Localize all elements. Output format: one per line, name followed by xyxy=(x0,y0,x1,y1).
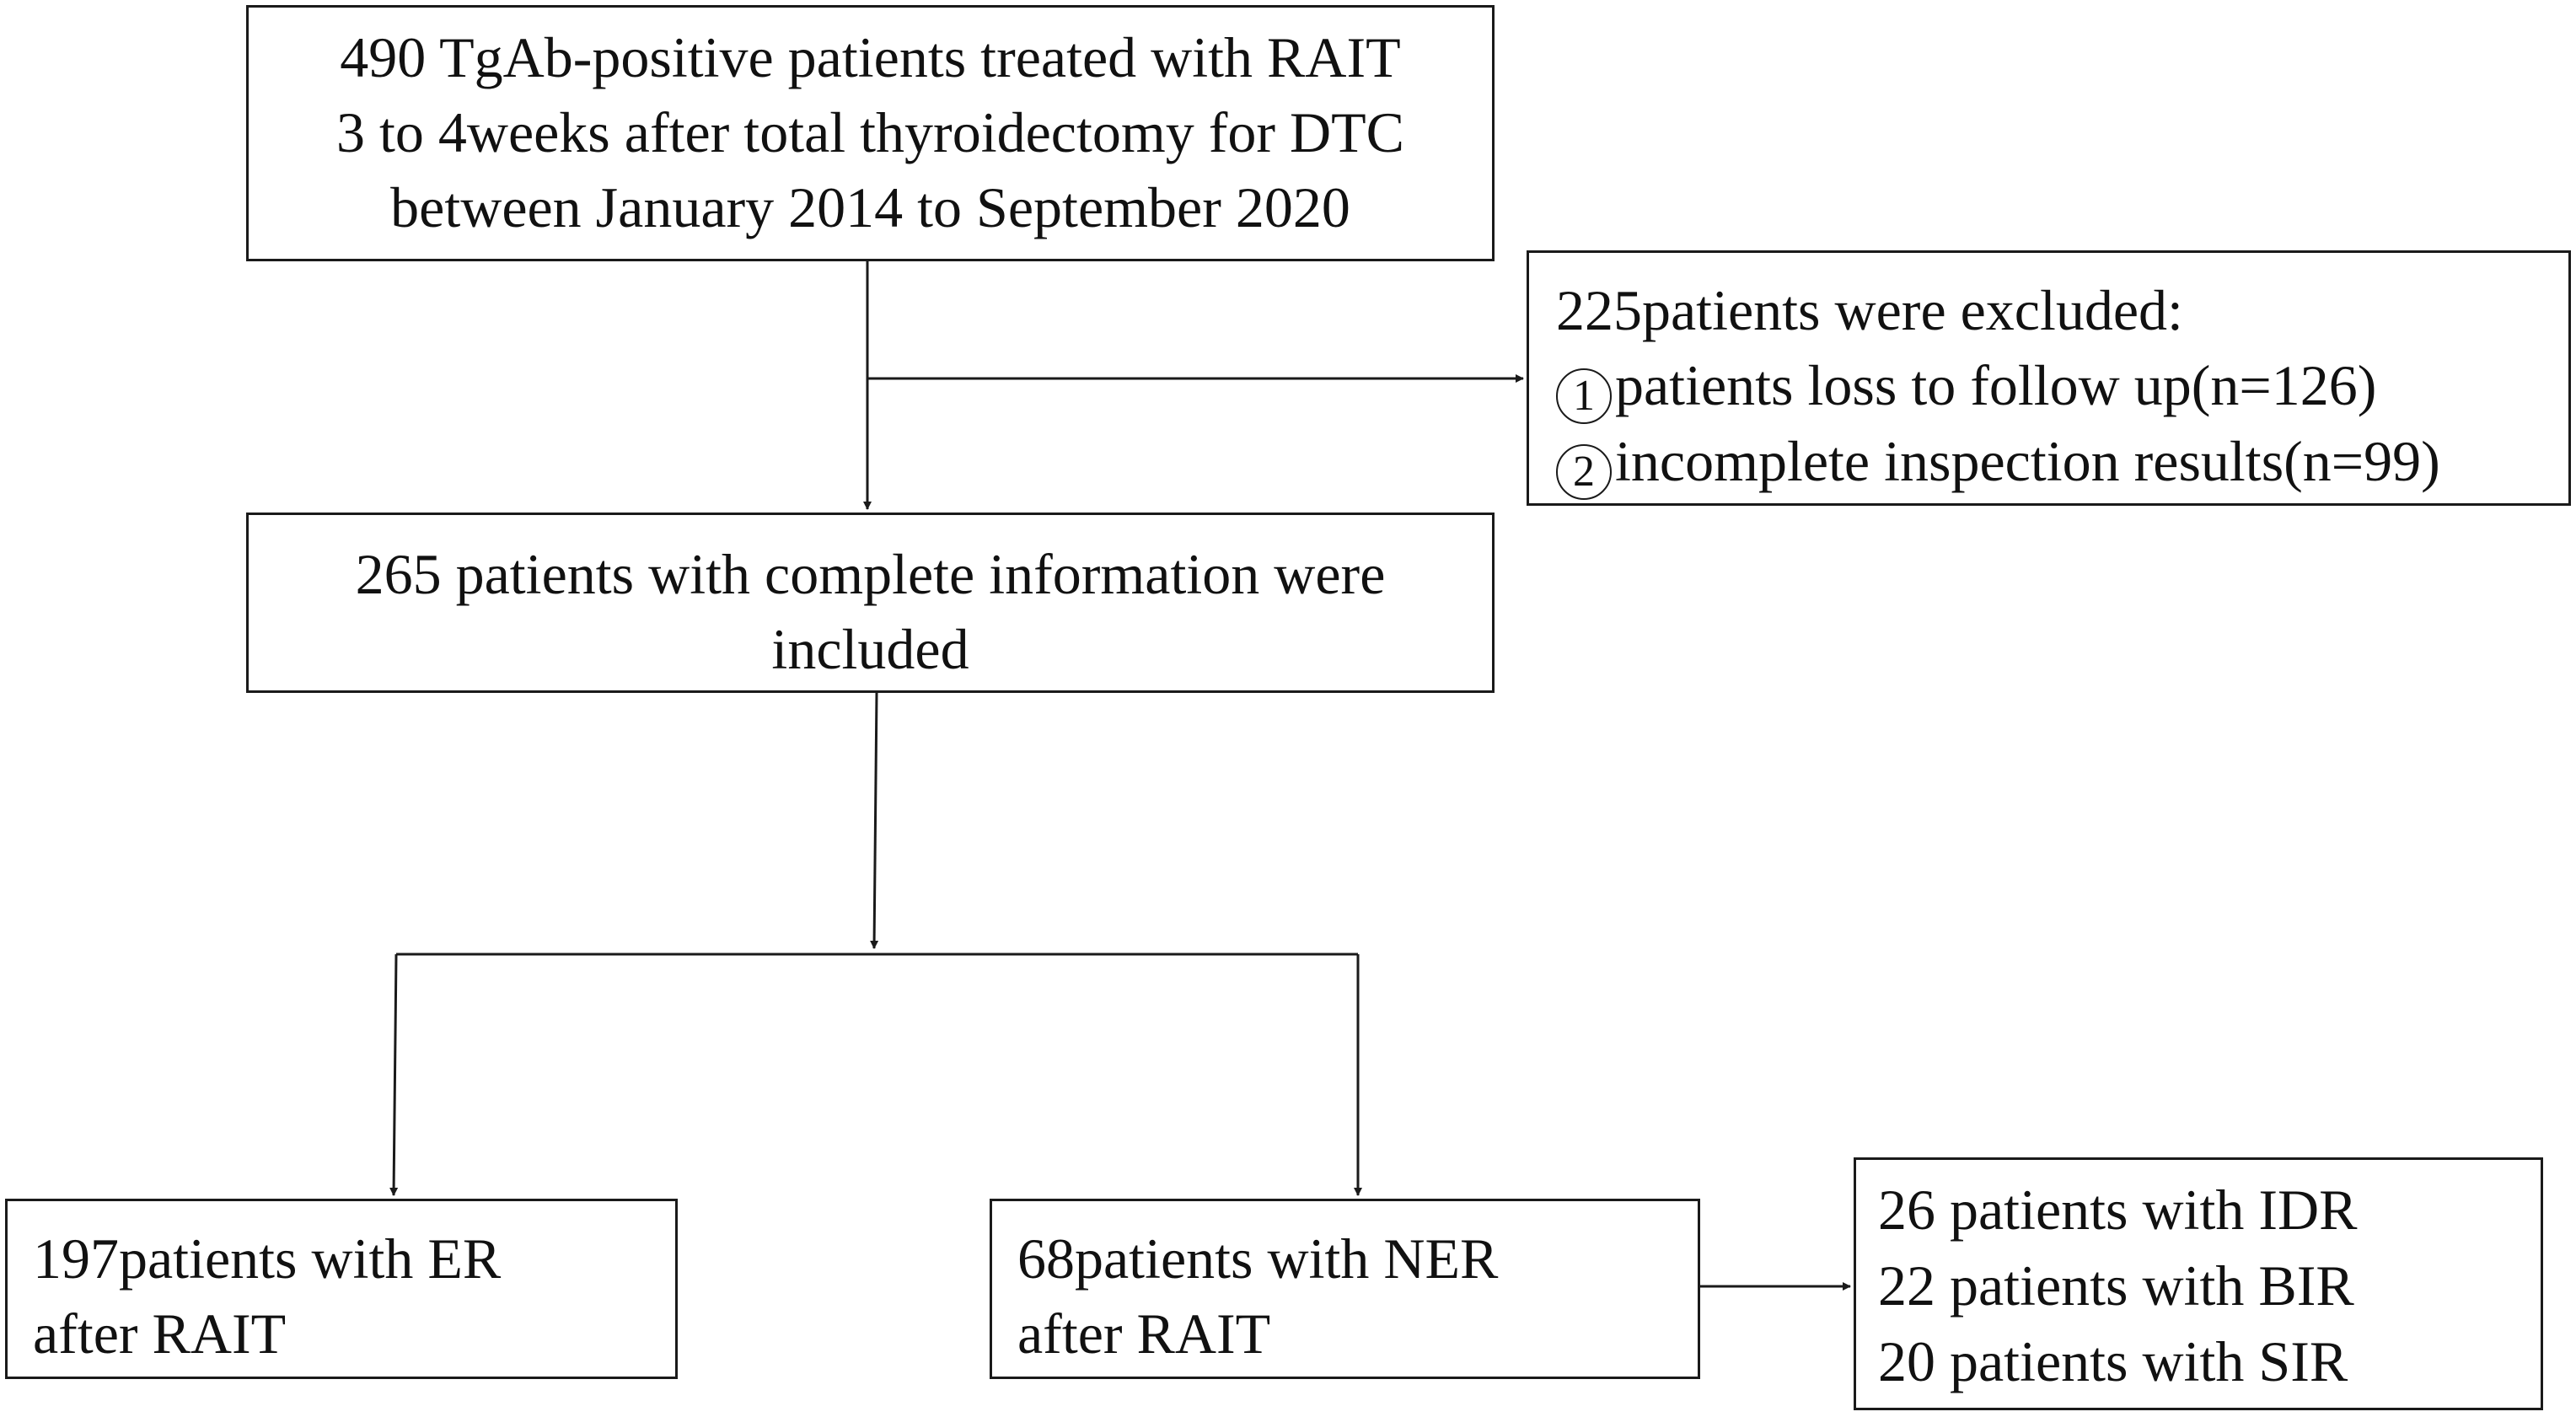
ner-patients-box: 68patients with NER after RAIT xyxy=(990,1199,1700,1379)
included-line: 265 patients with complete information w… xyxy=(355,542,1386,606)
breakdown-line: 22 patients with BIR xyxy=(1878,1253,2354,1318)
er-line: 197patients with ER xyxy=(33,1226,502,1291)
enrolled-patients-box: 490 TgAb-positive patients treated with … xyxy=(246,5,1495,261)
ner-line: after RAIT xyxy=(1017,1302,1271,1366)
excluded-title: 225patients were excluded: xyxy=(1556,278,2183,342)
er-patients-box: 197patients with ER after RAIT xyxy=(5,1199,678,1379)
circled-number-marker: 2 xyxy=(1556,444,1612,500)
arrow-to-er xyxy=(389,953,399,1196)
excluded-reason-text: incomplete inspection results(n=99) xyxy=(1615,429,2440,493)
enrolled-line: between January 2014 to September 2020 xyxy=(390,175,1350,239)
included-line: included xyxy=(771,617,969,681)
arrow-included-to-split xyxy=(870,692,879,949)
included-patients-box: 265 patients with complete information w… xyxy=(246,513,1495,693)
enrolled-line: 3 to 4weeks after total thyroidectomy fo… xyxy=(335,100,1405,164)
breakdown-line: 20 patients with SIR xyxy=(1878,1329,2348,1393)
ner-breakdown-box: 26 patients with IDR 22 patients with BI… xyxy=(1854,1157,2543,1410)
breakdown-line: 26 patients with IDR xyxy=(1878,1178,2358,1242)
excluded-reason-text: patients loss to follow up(n=126) xyxy=(1615,353,2377,417)
enrolled-line: 490 TgAb-positive patients treated with … xyxy=(340,25,1401,89)
circled-number-marker: 1 xyxy=(1556,368,1612,424)
ner-line: 68patients with NER xyxy=(1017,1226,1499,1291)
er-line: after RAIT xyxy=(33,1302,287,1366)
